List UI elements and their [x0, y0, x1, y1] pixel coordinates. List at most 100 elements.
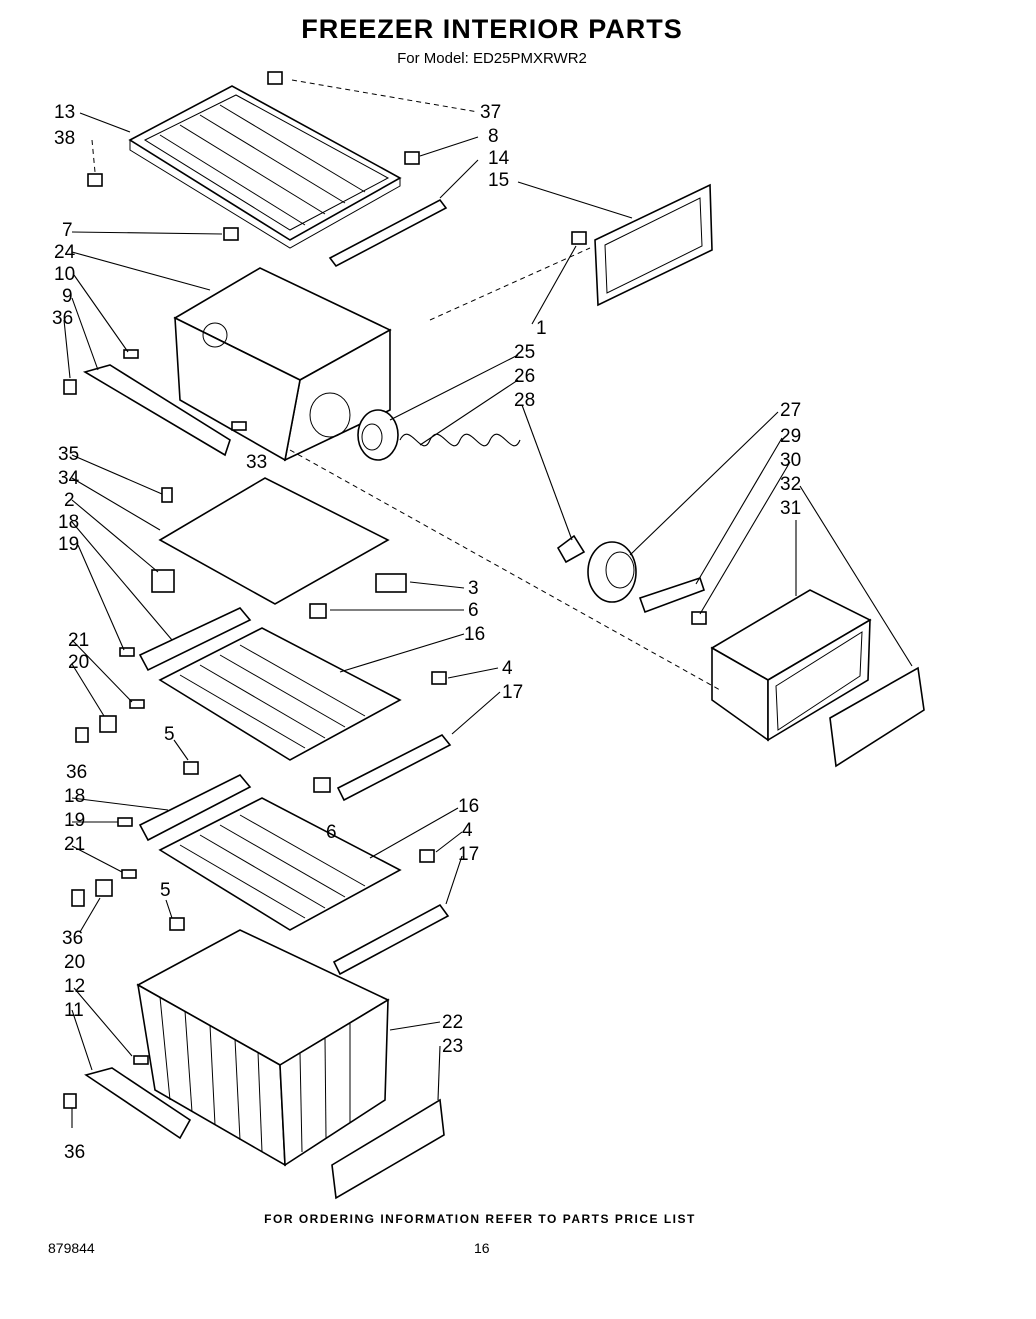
screw-12 [133, 1055, 149, 1065]
dispenser-housing-31 [710, 589, 872, 742]
callout-21: 21 [68, 630, 89, 651]
shelf-stud-37 [267, 71, 283, 85]
stud-5-lower [169, 917, 185, 931]
callout-10: 10 [54, 264, 75, 285]
callout-5: 5 [164, 724, 175, 745]
door-frame-15 [594, 183, 713, 307]
wire-shelf-16-upper [158, 627, 402, 761]
callout-24: 24 [54, 242, 76, 263]
callout-4: 4 [502, 658, 513, 679]
bearing-25 [357, 409, 399, 461]
callout-labels: 13 38 37 8 14 15 7 24 10 9 36 1 25 26 28… [52, 102, 801, 1163]
divider-plate-34 [158, 477, 390, 605]
top-shelf [128, 85, 402, 249]
screw-10 [123, 349, 139, 359]
leader-lines [63, 79, 913, 1128]
callout-19: 19 [58, 534, 79, 555]
callout-5: 5 [160, 880, 171, 901]
callout-9: 9 [62, 286, 73, 307]
callout-2: 2 [64, 490, 75, 511]
callout-30: 30 [780, 450, 801, 471]
model-subtitle: For Model: ED25PMXRWR2 [397, 50, 587, 67]
callout-35: 35 [58, 444, 79, 465]
screw-19-upper [119, 647, 135, 657]
ice-bin-24 [173, 267, 392, 462]
cover-32 [829, 666, 925, 768]
clip-33 [231, 421, 247, 431]
stud-4-upper [431, 671, 447, 685]
clip-36-lower [71, 889, 85, 907]
callout-23: 23 [442, 1036, 463, 1057]
callout-6: 6 [326, 822, 337, 843]
callout-22: 22 [442, 1012, 463, 1033]
callout-26: 26 [514, 366, 535, 387]
callout-7: 7 [62, 220, 73, 241]
shelf-stud-8 [404, 151, 420, 165]
stud-30 [691, 611, 707, 625]
coupler-28 [556, 534, 586, 564]
callout-17: 17 [458, 844, 479, 865]
auger-26 [399, 433, 521, 447]
clip-36-bottom [63, 1093, 77, 1109]
knob-20-upper [99, 715, 117, 733]
callout-6: 6 [468, 600, 479, 621]
callout-21: 21 [64, 834, 85, 855]
callout-37: 37 [480, 102, 501, 123]
screw-19-lower [117, 817, 133, 827]
callout-33: 33 [246, 452, 267, 473]
part-3 [375, 573, 407, 593]
front-rail-18-lower [138, 774, 252, 842]
screw-21-upper [129, 699, 145, 709]
clip-36-mid [75, 727, 89, 743]
screw-35 [161, 487, 173, 503]
callout-20: 20 [64, 952, 85, 973]
motor-drum-27 [587, 541, 637, 603]
callout-36: 36 [66, 762, 87, 783]
rear-trim-17-upper [336, 733, 452, 802]
callout-18: 18 [58, 512, 79, 533]
callout-11: 11 [64, 1000, 84, 1021]
stud-1 [571, 231, 587, 245]
callout-12: 12 [64, 976, 85, 997]
latch-2 [151, 569, 175, 593]
page-title: FREEZER INTERIOR PARTS [301, 14, 683, 44]
stud-7 [223, 227, 239, 241]
callout-19: 19 [64, 810, 85, 831]
callout-36: 36 [64, 1142, 85, 1163]
callout-36: 36 [52, 308, 73, 329]
callout-38: 38 [54, 128, 75, 149]
bracket-11 [84, 1067, 192, 1140]
callout-15: 15 [488, 170, 509, 191]
trim-strip-14 [328, 198, 448, 268]
slide-rail-23 [331, 1098, 445, 1200]
callout-28: 28 [514, 390, 535, 411]
wire-shelf-16-lower [158, 797, 402, 931]
callout-31: 31 [780, 498, 801, 519]
shelf-stud-38 [87, 173, 103, 187]
callout-16: 16 [464, 624, 485, 645]
callout-18: 18 [64, 786, 85, 807]
bracket-9 [82, 364, 231, 457]
page-number: 16 [474, 1240, 490, 1256]
callout-32: 32 [780, 474, 801, 495]
callout-17: 17 [502, 682, 523, 703]
screw-21-lower [121, 869, 137, 879]
stud-4-lower [419, 849, 435, 863]
front-rail-18-upper [138, 607, 252, 672]
callout-14: 14 [488, 148, 510, 169]
document-number: 879844 [48, 1240, 95, 1256]
knob-20-lower [95, 879, 113, 897]
callout-3: 3 [468, 578, 479, 599]
ordering-note: FOR ORDERING INFORMATION REFER TO PARTS … [264, 1212, 696, 1226]
callout-16: 16 [458, 796, 479, 817]
callout-27: 27 [780, 400, 801, 421]
stud-6-upper [309, 603, 327, 619]
callout-25: 25 [514, 342, 535, 363]
callout-8: 8 [488, 126, 499, 147]
wire-basket-22 [136, 929, 390, 1167]
stud-6-lower [313, 777, 331, 793]
bracket-29 [638, 576, 706, 614]
callout-1: 1 [536, 318, 547, 339]
clip-36-upper [63, 379, 77, 395]
callout-34: 34 [58, 468, 80, 489]
